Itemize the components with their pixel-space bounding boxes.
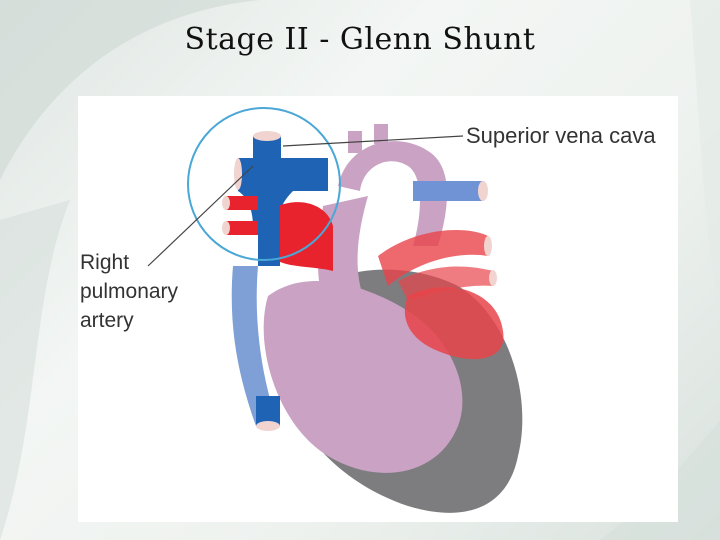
right-branch-blue <box>413 181 483 201</box>
left-ventricle-red <box>404 287 504 360</box>
superior-vena-cava <box>253 136 281 158</box>
left-pulmonary-arteries <box>378 230 488 286</box>
right-pulmonary-artery <box>226 196 266 210</box>
aortic-arch <box>338 141 448 246</box>
rpa-label-line-3: artery <box>80 309 134 332</box>
glenn-shunt-illustration <box>147 107 523 513</box>
highlight-circle <box>187 107 341 261</box>
right-pulmonary-artery-label: Right pulmonary artery <box>80 248 210 335</box>
rpa-label-line-2: pulmonary <box>80 280 179 303</box>
heart-diagram: Superior vena cava Right pulmonary arter… <box>78 96 678 522</box>
rpa-label-line-1: Right <box>80 251 130 274</box>
svc-leader-line <box>282 135 464 147</box>
inferior-vena-cava <box>231 266 278 426</box>
slide-title: Stage II - Glenn Shunt <box>184 22 536 57</box>
rpa-leader-line <box>147 165 254 267</box>
superior-vena-cava-label: Superior vena cava <box>466 123 656 148</box>
